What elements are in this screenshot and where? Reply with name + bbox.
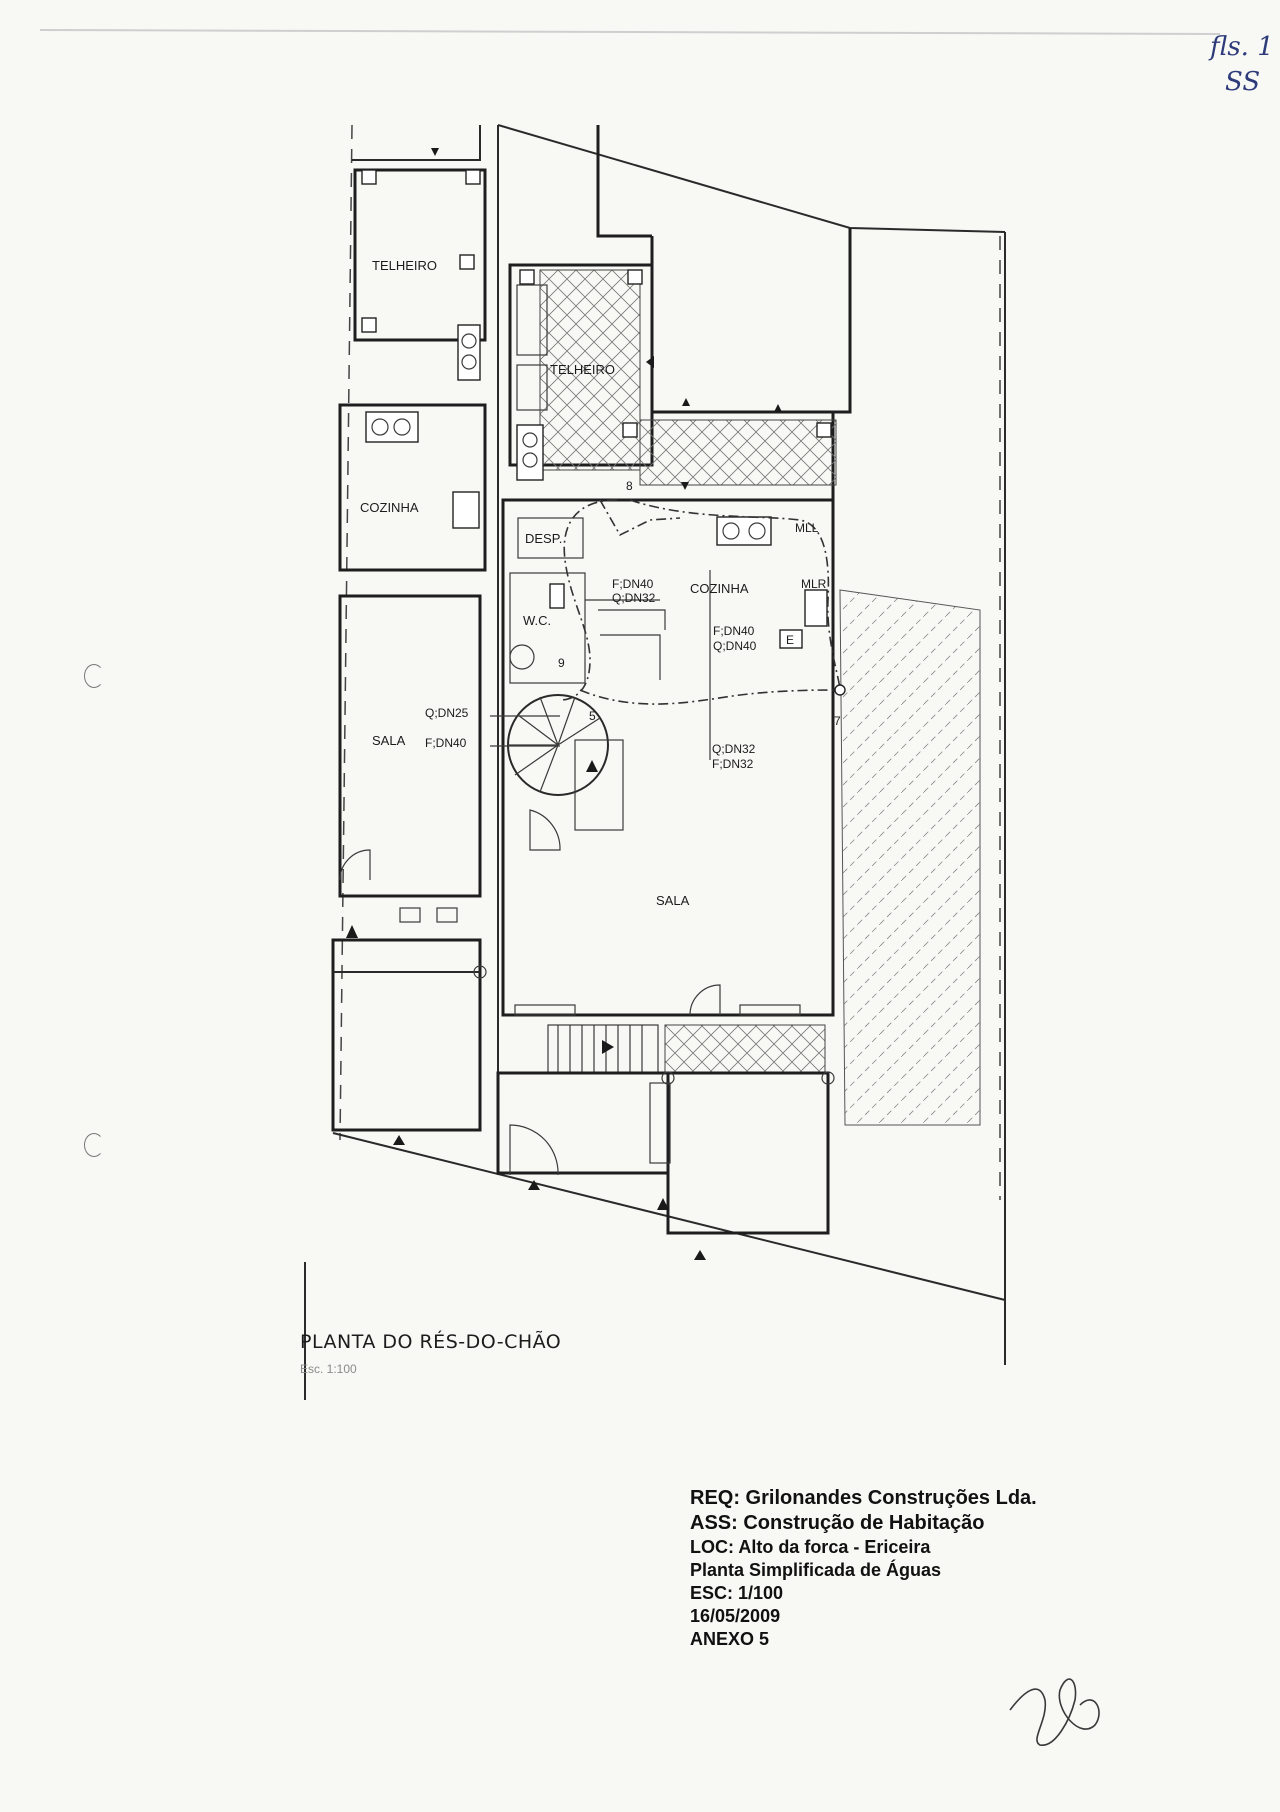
page-number-handwritten: fls. 1: [1208, 32, 1274, 62]
room-label-desp: DESP.: [525, 531, 562, 546]
title-block-esc: ESC: 1/100: [690, 1583, 784, 1603]
meter-label-mll: MLL: [795, 521, 819, 535]
room-label-telheiro-center: TELHEIRO: [550, 362, 615, 377]
water-pipes: [490, 499, 846, 760]
pipe-label-f-dn32-low: F;DN32: [712, 757, 754, 771]
scan-artifact: [39, 29, 1221, 35]
meter-label-e: E: [786, 633, 794, 647]
pipe-label-q-dn25: Q;DN25: [425, 706, 469, 720]
room-label-wc: W.C.: [523, 613, 551, 628]
meter-label-mlr: MLR: [801, 577, 827, 591]
title-block-date: 16/05/2009: [690, 1606, 781, 1626]
drawing-title-block: PLANTA DO RÉS-DO-CHÃO Esc. 1:100: [300, 1262, 561, 1400]
node-label-8: 8: [626, 479, 633, 493]
initials-handwritten: SS: [1225, 67, 1260, 97]
node-label-9: 9: [558, 656, 565, 670]
punch-hole: [84, 664, 104, 688]
project-title-block: REQ: Grilonandes Construções Lda. ASS: C…: [690, 1486, 1130, 1651]
pipe-label-f-dn40-sala: F;DN40: [425, 736, 467, 750]
pipe-label-f-dn40-mid: F;DN40: [713, 624, 755, 638]
node-label-5: 5: [589, 709, 596, 723]
room-labels: TELHEIRO TELHEIRO COZINHA DESP. W.C. COZ…: [360, 258, 749, 908]
drawing-title: PLANTA DO RÉS-DO-CHÃO: [300, 1330, 561, 1353]
pipe-label-q-dn32-low: Q;DN32: [712, 742, 756, 756]
node-label-7: 7: [834, 714, 841, 728]
room-label-cozinha-main: COZINHA: [690, 581, 749, 596]
drawing-scale: Esc. 1:100: [300, 1362, 357, 1376]
room-label-cozinha-left: COZINHA: [360, 500, 419, 515]
left-neighbour-building: [331, 168, 487, 1132]
pipe-labels: F;DN40 Q;DN32 F;DN40 Q;DN40 Q;DN25 F;DN4…: [425, 479, 841, 771]
title-block-req: REQ: Grilonandes Construções Lda.: [690, 1487, 1037, 1509]
room-label-telheiro-left: TELHEIRO: [372, 258, 437, 273]
main-house: [393, 125, 852, 1260]
pipe-label-f-dn40-top: F;DN40: [612, 577, 654, 591]
pipe-label-q-dn32-top: Q;DN32: [612, 591, 656, 605]
title-block-loc: LOC: Alto da forca - Ericeira: [690, 1537, 931, 1557]
title-block-subject: Planta Simplificada de Águas: [690, 1560, 942, 1580]
room-label-sala-left: SALA: [372, 733, 406, 748]
right-neighbour-area: [839, 589, 981, 1126]
room-label-sala-main: SALA: [656, 893, 690, 908]
property-boundaries: [339, 124, 1001, 1200]
title-block-annex: ANEXO 5: [690, 1629, 770, 1649]
punch-hole: [84, 1133, 104, 1157]
title-block-ass: ASS: Construção de Habitação: [690, 1512, 985, 1534]
handwritten-page-mark: fls. 1 SS: [1208, 32, 1274, 97]
signature: [1009, 1678, 1100, 1746]
pipe-label-q-dn40-mid: Q;DN40: [713, 639, 757, 653]
